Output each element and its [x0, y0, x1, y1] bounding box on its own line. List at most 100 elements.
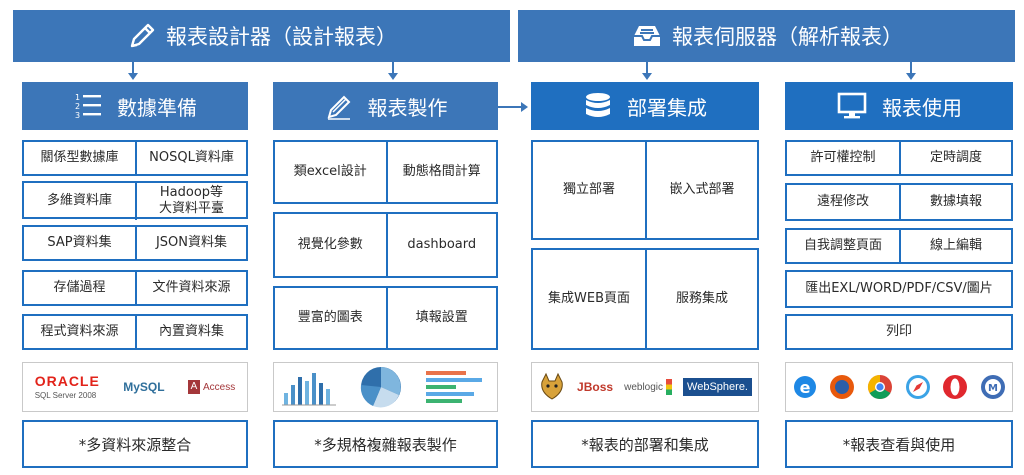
column-footer: *多資料來源整合	[22, 420, 248, 468]
feature-row: 存儲過程 文件資料來源	[22, 270, 248, 306]
feature-cell: 存儲過程	[53, 279, 106, 295]
feature-cell: 動態格間計算	[385, 142, 497, 202]
arrow-head	[521, 102, 528, 112]
weblogic-mark	[666, 379, 673, 395]
column-footer: *報表查看與使用	[785, 420, 1013, 468]
arrow-head	[642, 73, 652, 80]
edit-pen-icon	[327, 95, 350, 120]
access-logo: Access	[203, 381, 236, 393]
feature-cell: 許可權控制	[810, 149, 876, 165]
feature-cell: 內置資料集	[135, 316, 246, 348]
feature-cell: 服務集成	[645, 250, 757, 348]
arrow-line	[498, 106, 522, 108]
column-footer: *報表的部署和集成	[531, 420, 759, 468]
server-logos: JBoss weblogic WebSphere.	[531, 362, 759, 412]
arrow-line	[646, 62, 648, 74]
column-header-use: 報表使用	[785, 82, 1013, 130]
feature-cell: Hadoop等 大資料平臺	[135, 183, 246, 220]
access-icon: A	[188, 380, 201, 394]
jboss-logo: JBoss	[577, 380, 614, 394]
column-header-make: 報表製作	[273, 82, 498, 130]
feature-cell: 豐富的圖表	[297, 309, 363, 325]
pie-chart-thumbnail	[360, 367, 401, 408]
feature-row: 列印	[785, 314, 1013, 350]
column-title: 報表使用	[882, 95, 962, 120]
feature-cell: SAP資料集	[47, 234, 112, 250]
websphere-logo: WebSphere.	[683, 378, 752, 396]
feature-row: 程式資料來源 內置資料集	[22, 314, 248, 350]
feature-cell: JSON資料集	[135, 227, 246, 259]
oracle-logo: ORACLE	[34, 373, 100, 389]
column-title: 數據準備	[117, 95, 197, 120]
feature-cell: 數據填報	[899, 185, 1011, 219]
feature-cell: 多維資料庫	[46, 193, 112, 209]
ie-browser-icon: e	[793, 376, 816, 398]
sqlserver-logo: SQL Server 2008	[34, 391, 97, 400]
hbar-chart-thumbnail	[425, 371, 482, 403]
browser-logos: e M	[785, 362, 1013, 412]
opera-browser-icon	[943, 375, 968, 399]
numbered-list-icon: 1 2 3	[75, 93, 101, 120]
weblogic-logo: weblogic	[624, 381, 664, 393]
feature-cell: 嵌入式部署	[645, 142, 757, 238]
maxthon-browser-icon: M	[981, 375, 1006, 399]
designer-header: 報表設計器（設計報表）	[13, 10, 510, 62]
feature-cell: 遠程修改	[816, 193, 869, 209]
svg-text:1: 1	[75, 93, 80, 102]
column-header-deploy: 部署集成	[531, 82, 759, 130]
column-footer: *多規格複雜報表製作	[273, 420, 498, 468]
feature-row: SAP資料集 JSON資料集	[22, 225, 248, 261]
feature-row: 豐富的圖表 填報設置	[273, 286, 498, 350]
feature-cell: NOSQL資料庫	[135, 142, 246, 174]
feature-row: 遠程修改 數據填報	[785, 183, 1013, 221]
feature-cell: 匯出EXL/WORD/PDF/CSV/圖片	[805, 280, 993, 296]
svg-text:2: 2	[75, 102, 80, 111]
feature-cell: dashboard	[385, 214, 497, 276]
arrow-line	[910, 62, 912, 74]
feature-cell: 線上編輯	[899, 230, 1011, 262]
arrow-line	[132, 62, 134, 74]
mysql-logo: MySQL	[123, 380, 165, 394]
feature-row: 多維資料庫 Hadoop等 大資料平臺	[22, 181, 248, 220]
feature-cell: 列印	[885, 323, 912, 339]
pencil-icon	[130, 23, 155, 48]
chart-thumbnails	[273, 362, 498, 412]
feature-cell: 類excel設計	[293, 163, 367, 179]
feature-row: 集成WEB頁面 服務集成	[531, 248, 759, 350]
column-title: 報表製作	[367, 95, 448, 120]
database-icon	[586, 93, 610, 117]
chrome-browser-icon	[868, 375, 893, 400]
column-header-data: 1 2 3 數據準備	[22, 82, 248, 130]
designer-header-title: 報表設計器（設計報表）	[166, 25, 397, 49]
feature-row: 許可權控制 定時調度	[785, 140, 1013, 176]
monitor-icon	[837, 92, 867, 119]
feature-row: 視覺化參數 dashboard	[273, 212, 498, 278]
feature-row: 關係型數據庫 NOSQL資料庫	[22, 140, 248, 176]
feature-cell: 填報設置	[385, 288, 497, 348]
svg-text:M: M	[988, 383, 998, 394]
column-title: 部署集成	[627, 95, 707, 120]
arrow-head	[128, 73, 138, 80]
tomcat-icon	[541, 372, 563, 400]
server-tray-icon	[634, 26, 660, 46]
feature-cell: 視覺化參數	[297, 236, 363, 252]
feature-cell: 定時調度	[899, 142, 1011, 174]
feature-cell: 文件資料來源	[135, 272, 246, 304]
feature-row: 獨立部署 嵌入式部署	[531, 140, 759, 240]
svg-text:3: 3	[75, 111, 80, 120]
firefox-browser-icon	[830, 375, 855, 399]
arrow-line	[392, 62, 394, 74]
feature-cell: 集成WEB頁面	[548, 290, 630, 306]
feature-row: 匯出EXL/WORD/PDF/CSV/圖片	[785, 270, 1013, 308]
feature-cell: 自我調整頁面	[803, 237, 882, 253]
feature-cell: 關係型數據庫	[40, 149, 119, 165]
svg-text:e: e	[799, 378, 810, 397]
arrow-head	[388, 73, 398, 80]
arrow-head	[906, 73, 916, 80]
feature-row: 類excel設計 動態格間計算	[273, 140, 498, 204]
feature-row: 自我調整頁面 線上編輯	[785, 228, 1013, 264]
server-header: 報表伺服器（解析報表）	[518, 10, 1015, 62]
feature-cell: 獨立部署	[562, 181, 615, 197]
database-logos: ORACLE SQL Server 2008 MySQL A Access	[22, 362, 248, 412]
bar-chart-thumbnail	[281, 373, 336, 406]
